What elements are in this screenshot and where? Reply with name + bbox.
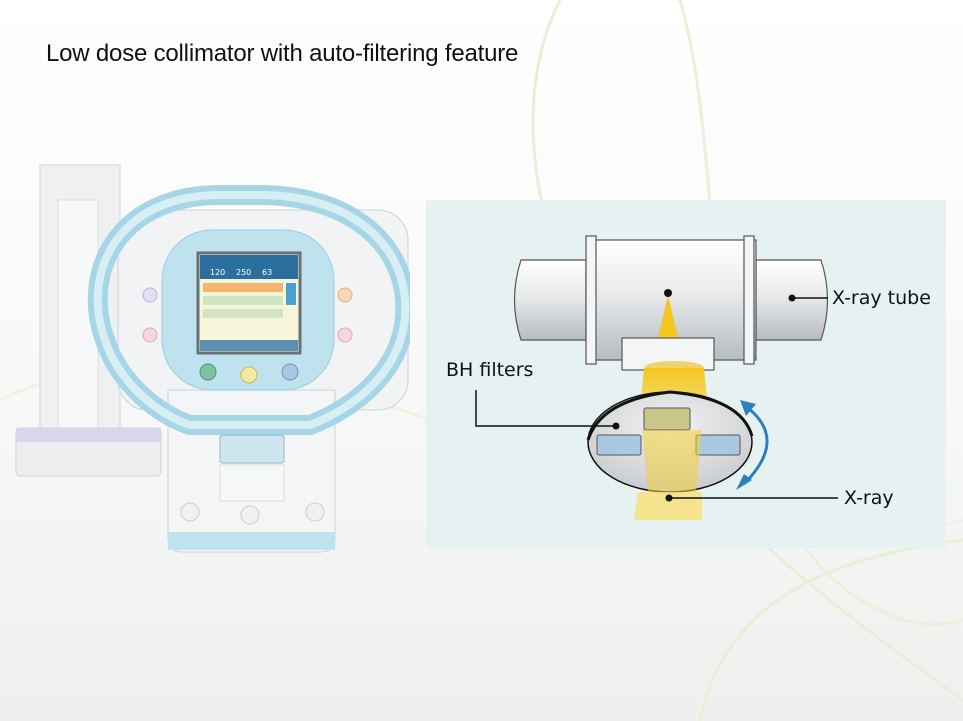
label-bh-filters: BH filters [446, 359, 533, 381]
device-lcd [219, 434, 285, 464]
device-knob [240, 505, 260, 525]
device-button [337, 287, 353, 303]
device-button [337, 327, 353, 343]
screen-side-key [286, 283, 296, 305]
device-button [199, 363, 217, 381]
leader-bh-filters [475, 390, 616, 427]
leader-dot [665, 494, 673, 502]
bh-filter [643, 407, 691, 431]
screen-footer [200, 340, 298, 351]
screen-readout: 63 [262, 268, 272, 277]
collimator-diagram-panel: X-ray tube BH filters X-ray [426, 200, 946, 548]
focal-spot [664, 289, 672, 297]
xray-tube-band-right [743, 235, 755, 365]
device-button [142, 327, 158, 343]
xray-beam-through [642, 430, 702, 492]
leader-dot [612, 422, 620, 430]
collimator-diagram: X-ray tube BH filters X-ray [446, 235, 931, 520]
screen-readout: 120 [210, 268, 225, 277]
label-xray: X-ray [844, 487, 894, 509]
screen-row [203, 296, 283, 305]
xray-beam-lower [634, 492, 702, 520]
rotation-arrow-head-bottom [736, 474, 752, 490]
device-base-ring [16, 428, 161, 442]
xray-inner-cone [658, 295, 678, 338]
device-knob [305, 502, 325, 522]
device-button [240, 366, 258, 384]
slide-title: Low dose collimator with auto-filtering … [46, 40, 519, 67]
device-knob [180, 502, 200, 522]
collimator-device-image: 120 250 63 [15, 164, 410, 553]
screen-row [203, 283, 283, 292]
screen-readout: 250 [236, 268, 251, 277]
bh-filter [596, 434, 642, 456]
device-handle-inner [93, 191, 410, 429]
rotation-arrow [742, 406, 769, 486]
xray-tube-band-left [585, 235, 597, 365]
bh-filter [695, 434, 741, 456]
device-button [142, 287, 158, 303]
device-button [281, 363, 299, 381]
bg-curve [698, 538, 963, 721]
label-xray-tube: X-ray tube [832, 287, 931, 309]
filter-disc-rim [586, 390, 754, 441]
screen-header [200, 255, 298, 279]
xray-tube-left-end [513, 259, 587, 341]
rotation-arrow-head-top [740, 400, 756, 416]
device-keypad [219, 464, 285, 502]
screen-row [203, 309, 283, 318]
leader-dot [788, 294, 796, 302]
device-housing-trim [168, 532, 335, 550]
